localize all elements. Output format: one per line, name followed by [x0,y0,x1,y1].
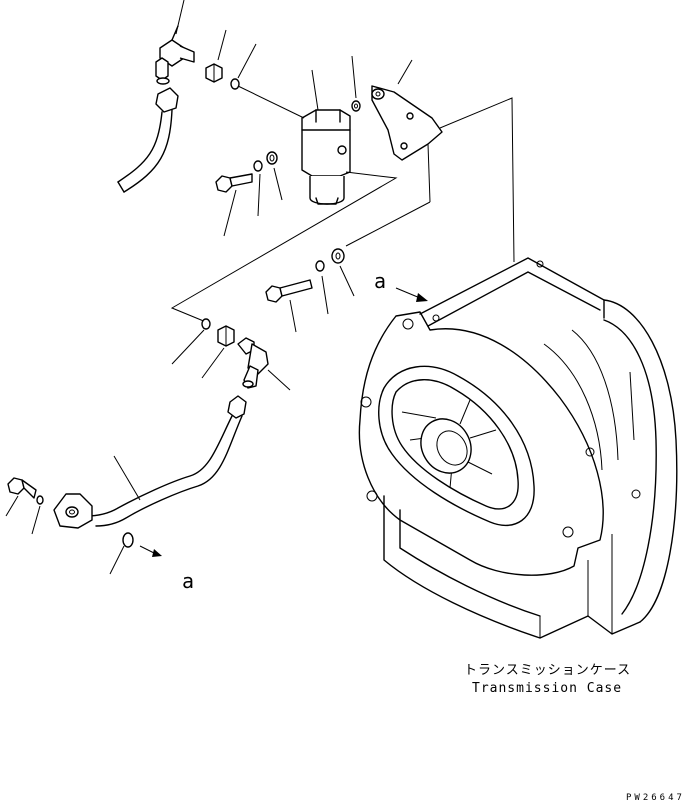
view-arrow-lower [139,545,162,557]
leader-line-flange-o-ring [109,545,125,575]
lower-plug [201,318,211,330]
upper-elbow-fitting [155,25,195,85]
leader-line-bracket [397,59,413,85]
leader-line-plug-to-filter [237,85,305,119]
case-flat-washer [331,248,345,264]
flange-bolt [7,477,37,499]
leader-line-case-bolt [289,299,297,333]
bracket-washer [351,100,361,112]
lower-nut [217,325,235,347]
view-marker-upper: a [374,269,386,293]
assembly-line-bracket-to-lower [427,143,431,203]
filter-spring-washer [253,160,263,172]
leader-line-upper-plug [237,43,257,79]
leader-line-lower-tube [113,455,141,501]
assembly-line-filter-to-case [439,97,515,263]
leader-line-lower-elbow [267,369,291,391]
lower-elbow-fitting [237,337,269,389]
flange-washer [36,495,44,505]
upper-tube [117,87,179,193]
leader-line-case-flat-washer [339,265,355,297]
leader-line-lower-nut [201,347,225,379]
leader-line-upper-nut [217,29,227,61]
leader-line-flange-washer [31,505,41,535]
case-bolt [265,279,313,303]
assembly-line-filter-to-lower [170,171,398,323]
view-marker-lower: a [182,569,194,593]
flange-o-ring [122,532,134,548]
upper-nut [205,63,223,83]
leader-line-flange-bolt [5,495,19,517]
mounting-bracket [371,85,443,161]
drawing-id: PW26647 [626,793,685,803]
upper-plug [230,78,240,90]
tube-flange [53,493,93,529]
filter-element [309,176,345,205]
assembly-line-bracket-return [345,201,431,247]
leader-line-filter-bolt [223,189,237,237]
leader-line-filter-spring-washer [257,173,261,217]
leader-line-bracket-washer [351,55,357,99]
leader-line-filter-flat-washer [273,167,283,201]
lower-tube [85,395,247,527]
caption-english: Transmission Case [472,681,622,696]
leader-line-upper-elbow [175,0,185,35]
transmission-case [358,257,678,639]
filter-bolt [215,173,253,193]
leader-line-filter [311,69,319,111]
filter-flat-washer [266,151,278,165]
filter-head [301,109,351,177]
case-spring-washer [315,260,325,272]
leader-line-case-spring-washer [321,275,329,315]
leader-line-lower-plug [171,329,205,365]
view-arrow-upper [395,287,428,302]
caption-japanese: トランスミッションケース [464,663,631,678]
